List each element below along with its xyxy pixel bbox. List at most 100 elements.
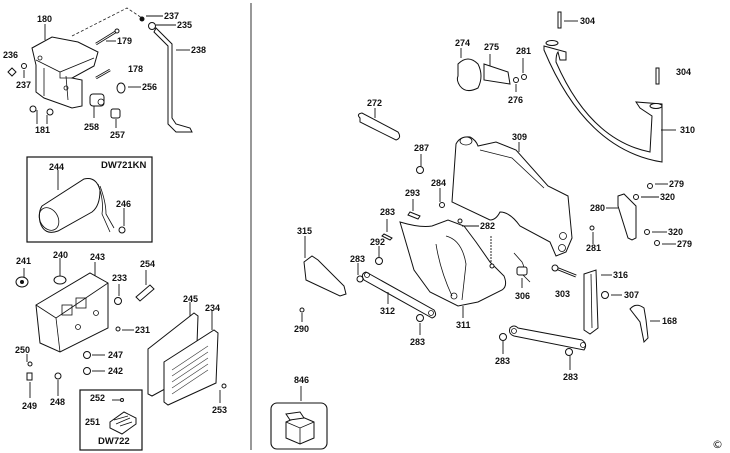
label-245: 245 xyxy=(183,294,198,304)
rail-part[interactable] xyxy=(583,269,599,335)
label-281-top: 281 xyxy=(516,46,531,56)
capacitor-part[interactable] xyxy=(35,178,115,233)
bracket-part[interactable] xyxy=(483,63,511,85)
label-309: 309 xyxy=(512,132,527,142)
upper-guard-part[interactable] xyxy=(451,136,573,257)
nut-part-2[interactable] xyxy=(21,63,27,69)
label-316: 316 xyxy=(613,270,628,280)
screw-part-10[interactable] xyxy=(589,225,595,231)
bushing-part[interactable] xyxy=(148,22,156,30)
washer-part-2[interactable] xyxy=(513,77,519,83)
label-315: 315 xyxy=(297,226,312,236)
washer-part[interactable] xyxy=(29,105,37,113)
label-304-top: 304 xyxy=(580,16,595,26)
link-arm-part-2[interactable] xyxy=(509,325,587,351)
label-283-upper: 283 xyxy=(380,207,395,217)
screw-part-4[interactable] xyxy=(54,372,62,380)
screw-part-7[interactable] xyxy=(439,202,445,208)
bracket-part-2[interactable] xyxy=(617,193,637,241)
label-247: 247 xyxy=(108,350,123,360)
screw-part-11[interactable] xyxy=(647,183,653,189)
label-307: 307 xyxy=(624,290,639,300)
label-241: 241 xyxy=(16,256,31,266)
label-311: 311 xyxy=(456,320,471,330)
label-284: 284 xyxy=(431,178,446,188)
nut-part-6[interactable] xyxy=(416,314,424,322)
capacitor-kit-box: DW721KN 244 246 xyxy=(26,156,153,243)
label-283-bottom-right: 283 xyxy=(563,372,578,382)
label-178: 178 xyxy=(128,64,143,74)
washer-part-3[interactable] xyxy=(633,194,639,200)
label-287: 287 xyxy=(414,143,429,153)
motor-housing-group: 180 179 237 235 238 236 237 178 xyxy=(3,7,206,140)
label-303: 303 xyxy=(555,289,570,299)
label-246: 246 xyxy=(116,199,131,209)
bushing-part-2[interactable] xyxy=(83,367,91,375)
washer-part-4[interactable] xyxy=(644,229,650,235)
screw-part-9[interactable] xyxy=(299,307,305,313)
lower-guard-part[interactable] xyxy=(399,219,507,307)
nut-part-9[interactable] xyxy=(565,348,573,356)
label-237-left: 237 xyxy=(16,80,31,90)
bolt-part[interactable] xyxy=(551,264,577,278)
spring-part-2[interactable] xyxy=(381,233,393,241)
nut-part-8[interactable] xyxy=(499,333,507,341)
pin-part-2[interactable] xyxy=(655,67,660,85)
switch-part[interactable] xyxy=(109,411,137,435)
grommet-part-2[interactable] xyxy=(83,351,91,359)
screw-part[interactable] xyxy=(95,28,120,46)
clip-part[interactable] xyxy=(7,67,17,77)
seal-strip-part[interactable] xyxy=(357,112,401,141)
connector-part[interactable] xyxy=(118,226,126,234)
grommet-part[interactable] xyxy=(53,275,67,285)
screw-part-6[interactable] xyxy=(521,74,527,80)
lever-part[interactable] xyxy=(629,304,649,344)
nut-part[interactable] xyxy=(139,16,145,22)
screw-part-5[interactable] xyxy=(221,383,227,389)
link-arm-part[interactable] xyxy=(361,271,437,319)
cord-clamp-part[interactable] xyxy=(135,284,155,302)
label-181: 181 xyxy=(35,125,50,135)
label-244: 244 xyxy=(49,162,64,172)
plate-part[interactable] xyxy=(456,58,482,92)
screw-part-12[interactable] xyxy=(654,240,660,246)
label-240: 240 xyxy=(53,250,68,260)
label-281-right: 281 xyxy=(586,243,601,253)
nut-part-4[interactable] xyxy=(416,166,424,174)
label-312: 312 xyxy=(380,306,395,316)
label-257: 257 xyxy=(110,130,125,140)
screw-part-8[interactable] xyxy=(457,218,463,224)
plug-part[interactable] xyxy=(89,93,105,107)
rod-part[interactable] xyxy=(153,27,193,133)
label-320-bottom: 320 xyxy=(668,227,683,237)
label-254: 254 xyxy=(140,259,155,269)
label-276: 276 xyxy=(508,95,523,105)
side-bracket-part[interactable] xyxy=(303,255,347,297)
label-242: 242 xyxy=(108,366,123,376)
guard-arc-part[interactable] xyxy=(543,40,663,163)
fitting-part[interactable] xyxy=(110,108,121,119)
screw-part-2[interactable] xyxy=(115,326,121,332)
label-234: 234 xyxy=(205,303,220,313)
label-256: 256 xyxy=(142,82,157,92)
label-279-top: 279 xyxy=(669,179,684,189)
dw722-kit-box: 252 251 DW722 xyxy=(79,389,143,451)
o-ring-part[interactable] xyxy=(116,82,126,94)
label-283-bottom-left: 283 xyxy=(495,356,510,366)
nut-part-7[interactable] xyxy=(601,291,609,299)
switch-box-part[interactable] xyxy=(35,272,109,353)
knob-part[interactable] xyxy=(375,257,383,265)
spring-part[interactable] xyxy=(407,211,421,220)
terminal-part[interactable] xyxy=(26,372,33,381)
motor-housing-part[interactable] xyxy=(31,36,99,109)
label-250: 250 xyxy=(15,345,30,355)
label-293: 293 xyxy=(405,188,420,198)
label-282: 282 xyxy=(480,221,495,231)
strain-relief-part[interactable] xyxy=(114,297,122,305)
label-251: 251 xyxy=(85,417,100,427)
screw-part-3[interactable] xyxy=(27,361,33,367)
pin-part[interactable] xyxy=(557,11,562,29)
copyright-mark: © xyxy=(712,438,723,451)
cover-plate-part[interactable] xyxy=(163,329,219,406)
